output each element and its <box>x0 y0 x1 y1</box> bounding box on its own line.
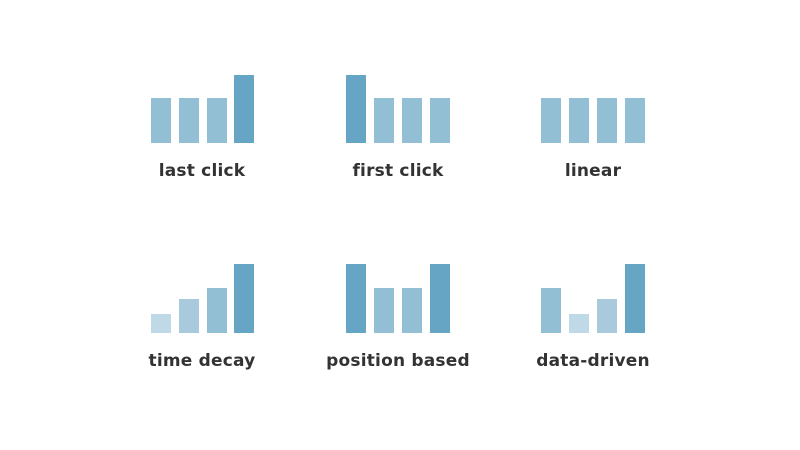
bar-2 <box>374 98 394 143</box>
model-label: linear <box>564 161 622 181</box>
bar-group <box>493 263 693 333</box>
model-label: data-driven <box>536 351 650 371</box>
bar-2 <box>179 299 199 333</box>
bar-3 <box>207 288 227 333</box>
bar-3 <box>597 299 617 333</box>
bar-1 <box>541 98 561 143</box>
model-label: first click <box>352 161 444 181</box>
model-label: time decay <box>148 351 256 371</box>
bar-2 <box>374 288 394 333</box>
bar-1 <box>151 98 171 143</box>
bar-1 <box>541 288 561 333</box>
model-label: position based <box>326 351 470 371</box>
bar-3 <box>402 288 422 333</box>
model-label: last click <box>158 161 246 181</box>
model-last-click: last click <box>102 73 302 203</box>
bar-1 <box>346 264 366 333</box>
bar-group <box>298 73 498 143</box>
bar-group <box>102 73 302 143</box>
bar-group <box>298 263 498 333</box>
bar-3 <box>207 98 227 143</box>
bar-group <box>493 73 693 143</box>
model-data-driven: data-driven <box>493 263 693 393</box>
bar-group <box>102 263 302 333</box>
bar-4 <box>430 98 450 143</box>
bar-3 <box>402 98 422 143</box>
bar-4 <box>625 98 645 143</box>
model-first-click: first click <box>298 73 498 203</box>
bar-3 <box>597 98 617 143</box>
model-linear: linear <box>493 73 693 203</box>
bar-4 <box>430 264 450 333</box>
bar-4 <box>234 75 254 143</box>
bar-2 <box>179 98 199 143</box>
bar-1 <box>151 314 171 333</box>
bar-2 <box>569 314 589 333</box>
model-position-based: position based <box>298 263 498 393</box>
bar-1 <box>346 75 366 143</box>
bar-2 <box>569 98 589 143</box>
bar-4 <box>234 264 254 333</box>
model-time-decay: time decay <box>102 263 302 393</box>
bar-4 <box>625 264 645 333</box>
